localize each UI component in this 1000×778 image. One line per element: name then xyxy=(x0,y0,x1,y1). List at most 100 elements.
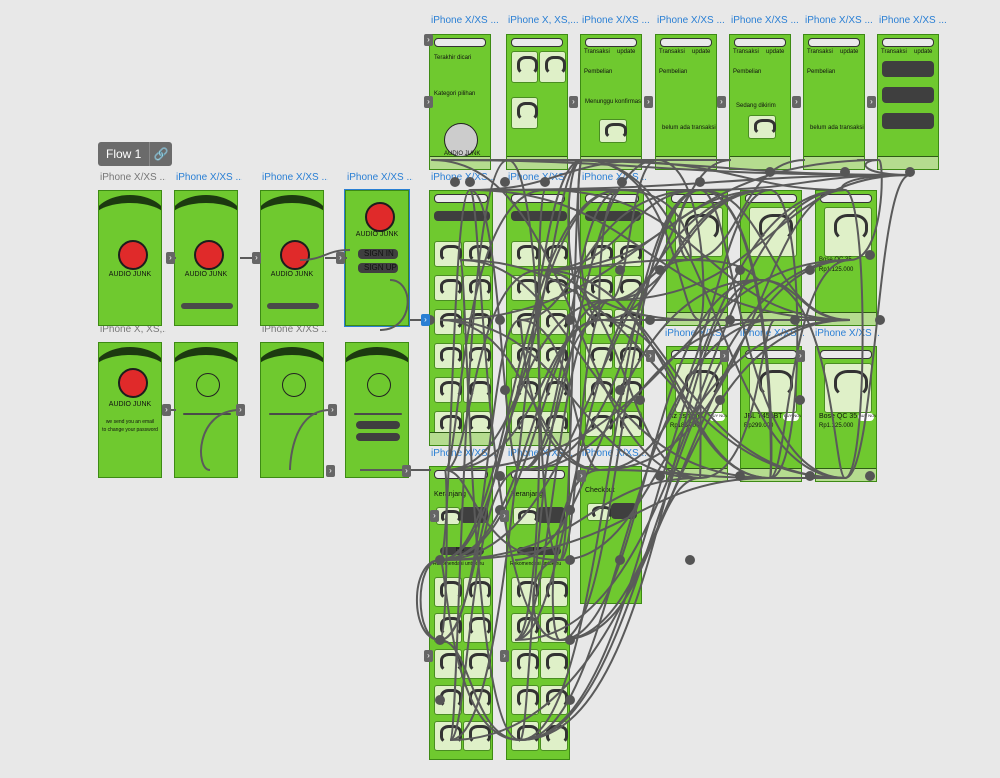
artboard-label[interactable]: iPhone X/XS ... xyxy=(176,172,242,183)
button[interactable]: SIGN IN xyxy=(358,249,398,259)
chevron-right-icon[interactable]: › xyxy=(796,350,805,362)
link-node[interactable] xyxy=(645,315,655,325)
chevron-right-icon[interactable]: › xyxy=(424,650,433,662)
link-node[interactable] xyxy=(565,315,575,325)
chevron-right-icon[interactable]: › xyxy=(500,510,509,522)
artboard-label[interactable]: iPhone X/XS ... xyxy=(582,15,650,26)
bottom-nav[interactable] xyxy=(507,432,569,445)
product-card[interactable] xyxy=(434,343,462,369)
chevron-right-icon[interactable]: › xyxy=(252,252,261,264)
search-input[interactable] xyxy=(434,470,488,479)
search-input[interactable] xyxy=(820,350,872,359)
chevron-right-icon[interactable]: › xyxy=(336,252,345,264)
search-input[interactable] xyxy=(434,38,486,47)
phone-artboard[interactable] xyxy=(580,190,644,446)
product-card[interactable] xyxy=(585,343,613,369)
chevron-right-icon[interactable]: › xyxy=(577,470,586,482)
chevron-right-icon[interactable]: › xyxy=(867,96,876,108)
search-input[interactable] xyxy=(511,38,563,47)
product-card[interactable] xyxy=(463,343,491,369)
chevron-right-icon[interactable]: › xyxy=(644,96,653,108)
phone-artboard[interactable]: Checkout xyxy=(580,466,642,604)
bottom-nav[interactable] xyxy=(730,156,790,169)
product-card[interactable] xyxy=(599,119,627,143)
artboard-label[interactable]: iPhone X/XS ... xyxy=(431,448,495,459)
product-card[interactable] xyxy=(511,685,539,715)
button[interactable]: BUY NOW xyxy=(709,413,727,421)
prototype-link[interactable] xyxy=(840,174,911,191)
link-node[interactable] xyxy=(540,177,550,187)
product-card[interactable] xyxy=(463,309,491,335)
product-card[interactable] xyxy=(675,207,723,257)
search-input[interactable] xyxy=(882,38,934,47)
search-input[interactable] xyxy=(820,194,872,203)
product-card[interactable] xyxy=(434,275,462,301)
product-card[interactable] xyxy=(434,721,462,751)
link-node[interactable] xyxy=(695,177,705,187)
search-input[interactable] xyxy=(671,194,723,203)
artboard-label[interactable]: iPhone X/XS ... xyxy=(740,328,804,339)
input-field[interactable] xyxy=(183,413,231,415)
link-node[interactable] xyxy=(765,167,775,177)
search-input[interactable] xyxy=(745,194,797,203)
product-card[interactable] xyxy=(540,275,568,301)
button[interactable]: SIGN UP xyxy=(358,263,398,273)
button[interactable] xyxy=(537,507,565,523)
bottom-nav[interactable] xyxy=(430,432,492,445)
product-card[interactable] xyxy=(749,207,797,257)
product-card[interactable] xyxy=(540,721,568,751)
chevron-right-icon[interactable]: › xyxy=(792,96,801,108)
progress-bar[interactable] xyxy=(181,303,233,309)
input-field[interactable] xyxy=(269,413,317,415)
artboard-label[interactable]: iPhone X, XS,... xyxy=(100,324,166,335)
button[interactable] xyxy=(434,211,490,221)
chevron-right-icon[interactable]: › xyxy=(236,404,245,416)
product-card[interactable] xyxy=(463,275,491,301)
link-node[interactable] xyxy=(725,315,735,325)
link-node[interactable] xyxy=(617,177,627,187)
button[interactable]: BUY NOW xyxy=(858,413,876,421)
product-card[interactable] xyxy=(463,685,491,715)
product-card[interactable] xyxy=(540,649,568,679)
prototype-link[interactable] xyxy=(539,269,771,479)
link-node[interactable] xyxy=(865,471,875,481)
phone-artboard[interactable] xyxy=(345,342,409,478)
chevron-right-icon[interactable]: › xyxy=(717,96,726,108)
product-card[interactable] xyxy=(511,613,539,643)
search-input[interactable] xyxy=(511,470,565,479)
artboard-label[interactable]: iPhone X/XS ... xyxy=(431,15,499,26)
product-card[interactable] xyxy=(614,343,642,369)
product-card[interactable] xyxy=(824,207,872,257)
link-node[interactable] xyxy=(435,635,445,645)
bottom-nav[interactable] xyxy=(804,156,864,169)
link-node[interactable] xyxy=(715,395,725,405)
link-node[interactable] xyxy=(435,695,445,705)
link-node[interactable] xyxy=(805,265,815,275)
product-card[interactable] xyxy=(463,613,491,643)
flow-button[interactable]: Flow 1 🔗 xyxy=(98,142,173,166)
bottom-nav[interactable] xyxy=(430,156,490,169)
button[interactable] xyxy=(611,503,637,519)
link-icon[interactable]: 🔗 xyxy=(149,142,172,166)
button[interactable] xyxy=(882,87,934,103)
product-card[interactable] xyxy=(511,51,538,83)
link-node[interactable] xyxy=(655,471,665,481)
product-card[interactable] xyxy=(511,649,539,679)
prototype-link[interactable] xyxy=(539,189,771,271)
product-card[interactable] xyxy=(585,309,613,335)
link-node[interactable] xyxy=(795,395,805,405)
product-card[interactable] xyxy=(540,577,568,607)
phone-artboard[interactable] xyxy=(260,342,324,478)
button[interactable] xyxy=(882,113,934,129)
product-card[interactable] xyxy=(587,503,612,521)
artboard-label[interactable]: iPhone X/XS ... xyxy=(657,15,725,26)
phone-artboard[interactable] xyxy=(506,190,570,446)
product-card[interactable] xyxy=(511,577,539,607)
artboard-label[interactable]: iPhone X/XS ... xyxy=(879,15,947,26)
phone-artboard[interactable] xyxy=(174,342,238,478)
